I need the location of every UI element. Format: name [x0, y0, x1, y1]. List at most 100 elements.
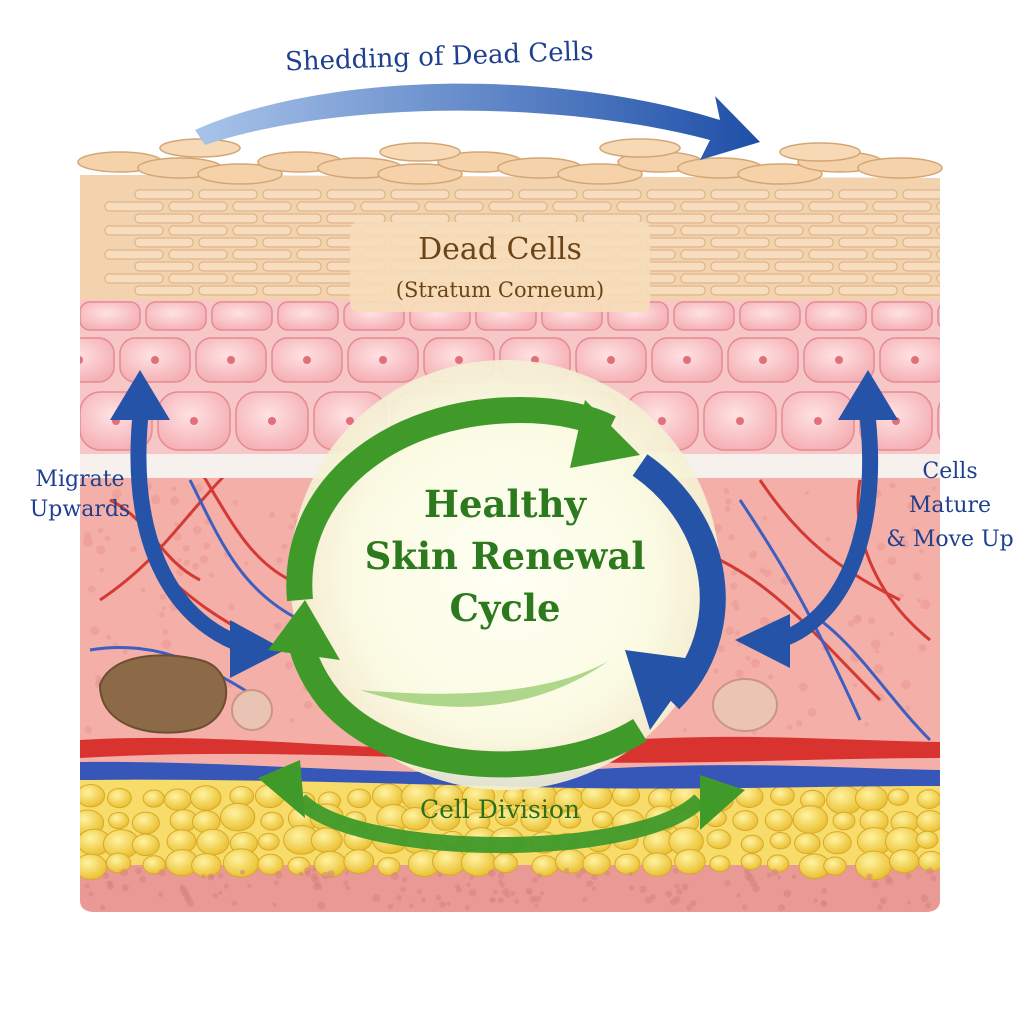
dermis-dot: [672, 868, 679, 874]
dead-cell-strip: [902, 285, 940, 296]
cell-nucleus: [346, 417, 354, 425]
dermis-dot: [899, 539, 909, 549]
dermis-dot: [575, 872, 582, 879]
dead-cell-strip: [552, 201, 612, 212]
cells-mature-label: Cells Mature & Move Up: [880, 455, 1020, 557]
fat-cell: [674, 848, 706, 875]
living-cell: [673, 301, 735, 331]
dead-cell-strip: [360, 201, 420, 212]
fat-cells: [80, 781, 940, 881]
dermis-dot: [730, 582, 738, 590]
dermis-dot: [345, 885, 351, 891]
living-cell: [937, 391, 940, 451]
mature-line-1: Cells: [922, 459, 978, 484]
dead-cell-strip: [232, 201, 292, 212]
dead-cell-strip: [518, 213, 578, 224]
dermis-dot: [505, 893, 511, 899]
fat-cell: [740, 834, 764, 854]
fat-cell: [80, 853, 108, 880]
migrate-line-1: Migrate: [35, 467, 125, 492]
dead-cell-strip: [488, 201, 548, 212]
dermis-dot: [159, 612, 165, 618]
dead-cell-strip: [838, 261, 898, 272]
dermis-dot: [343, 880, 349, 886]
dermis-dot: [390, 872, 399, 881]
dermis-dot: [665, 890, 673, 898]
dead-cells-title: Dead Cells: [418, 232, 582, 267]
dermis-dot: [416, 888, 423, 895]
fat-cell: [706, 829, 732, 850]
dead-cell-strip: [134, 213, 194, 224]
dead-cell-strip: [296, 201, 356, 212]
dermis-dot: [208, 572, 215, 578]
dermis-dot: [725, 498, 732, 505]
cell-nucleus: [970, 417, 978, 425]
dermis-dot: [200, 555, 209, 564]
dead-cell-strip: [872, 201, 932, 212]
cycle-line-1: Healthy: [423, 482, 587, 526]
cycle-line-3: Cycle: [449, 586, 561, 630]
dermis-dot: [853, 682, 858, 688]
dermis-dot: [317, 901, 326, 910]
dermis-dot: [820, 900, 828, 908]
dead-cell-strip: [134, 285, 194, 296]
dermis-dot: [825, 536, 831, 542]
dermis-dot: [798, 682, 808, 692]
dead-cell-strip: [808, 273, 868, 284]
dermis-dot: [90, 626, 100, 636]
dermis-dot: [930, 875, 937, 882]
dermis-dot: [269, 511, 276, 518]
fat-cell: [915, 830, 939, 849]
dead-cell-strip: [232, 249, 292, 260]
dermis-dot: [763, 569, 772, 578]
dead-cell-strip: [134, 237, 194, 248]
dead-cell-flake: [857, 157, 943, 179]
dead-cell-strip: [872, 225, 932, 236]
dead-cell-strip: [936, 249, 940, 260]
fat-cell: [377, 857, 401, 876]
fat-cell: [764, 808, 793, 832]
dead-cell-strip: [646, 285, 706, 296]
fat-cell: [257, 853, 284, 876]
capillaries-right: [719, 479, 931, 702]
dermis-dot: [669, 898, 677, 906]
dermis-dot: [218, 890, 223, 896]
dead-cell-strip: [774, 237, 834, 248]
dermis-dot: [911, 527, 916, 532]
dermis-dot: [498, 897, 504, 904]
dermis-dot: [140, 587, 146, 593]
dermis-dot: [682, 727, 687, 732]
dermis-dot: [821, 887, 828, 894]
dermis-dot: [437, 872, 443, 878]
living-cell: [277, 301, 339, 331]
dermis-dot: [218, 873, 224, 879]
dead-cell-strip: [774, 213, 834, 224]
dead-cell-strip: [838, 189, 898, 200]
dermis-dot: [777, 903, 786, 912]
dermis-dot: [864, 722, 869, 727]
dermis-dot: [203, 542, 211, 550]
dead-cell-strip: [454, 213, 514, 224]
dermis-dot: [579, 868, 587, 875]
dermis-dot: [750, 658, 760, 668]
renewal-cycle-arrows: [268, 396, 726, 778]
dermis-dot: [106, 634, 112, 640]
dermis-dot: [912, 572, 922, 581]
dead-cell-strip: [902, 189, 940, 200]
dermis-dot: [435, 894, 442, 901]
fat-cell: [855, 850, 892, 881]
dermis-dot: [905, 872, 912, 880]
dermis-dot: [456, 887, 462, 893]
fat-cell: [229, 785, 255, 806]
cell-division-arrow: [258, 760, 745, 853]
dermis-dot: [759, 616, 770, 627]
dermis-dot: [907, 900, 912, 905]
dermis-dot: [537, 873, 542, 878]
dermis-dot: [201, 873, 206, 879]
dermis-dot: [183, 559, 191, 566]
dermis-dot: [676, 888, 683, 896]
fat-cell: [642, 852, 673, 877]
dermis-dot: [639, 885, 647, 894]
dermis-dot: [876, 542, 886, 551]
migrate-upwards-arrow: [110, 370, 285, 678]
